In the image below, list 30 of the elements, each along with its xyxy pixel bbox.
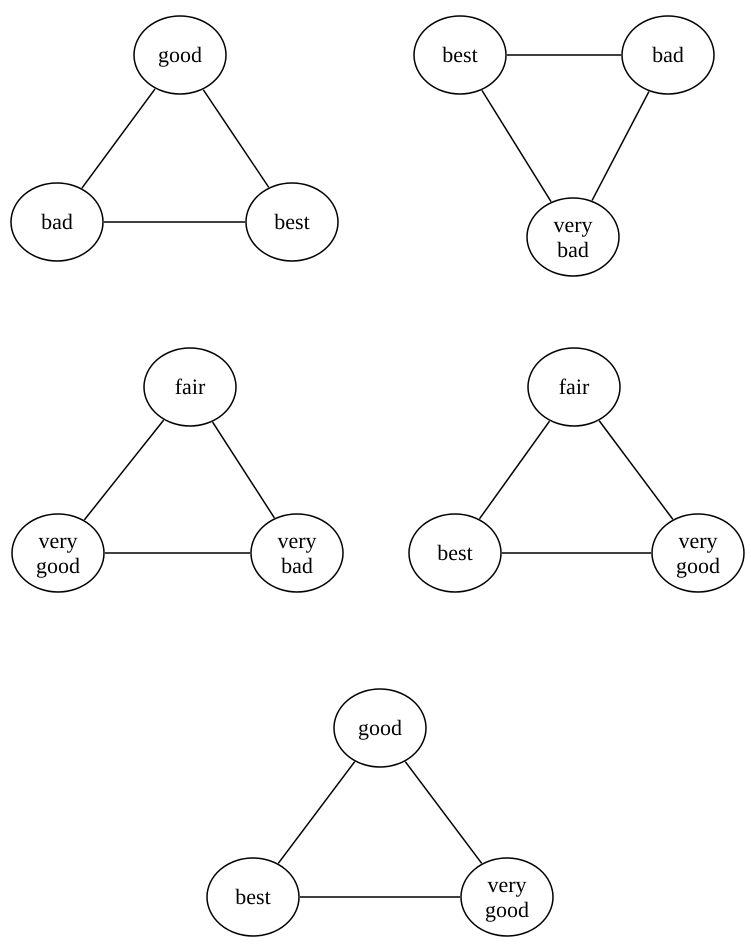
- node-label: very good: [675, 528, 721, 578]
- connector-line: [481, 90, 552, 202]
- node-label: best: [436, 540, 474, 566]
- node-label: best: [234, 884, 272, 910]
- node-label: very bad: [276, 528, 318, 578]
- node-label: very good: [484, 872, 530, 922]
- connector-line: [478, 420, 550, 520]
- connector-line: [84, 420, 164, 520]
- connector-line: [502, 552, 651, 554]
- node-label: bad: [40, 209, 74, 235]
- connector-line: [81, 88, 156, 189]
- node-label: very bad: [552, 212, 594, 262]
- node-label: bad: [651, 42, 685, 68]
- connector-line: [104, 221, 245, 223]
- connector-line: [591, 91, 650, 201]
- connector-line: [300, 896, 460, 898]
- connector-line: [278, 761, 356, 864]
- node-label: very good: [35, 528, 81, 578]
- node-label: good: [157, 42, 203, 68]
- connector-line: [212, 422, 276, 518]
- node-label: best: [441, 42, 479, 68]
- connector-line: [404, 761, 482, 864]
- connector-line: [202, 89, 270, 188]
- node-label: good: [357, 715, 403, 741]
- node-label: best: [273, 209, 311, 235]
- node-label: fair: [174, 374, 206, 400]
- connector-line: [105, 552, 250, 554]
- node-label: fair: [558, 374, 590, 400]
- connector-line: [598, 420, 674, 520]
- connector-line: [507, 54, 621, 56]
